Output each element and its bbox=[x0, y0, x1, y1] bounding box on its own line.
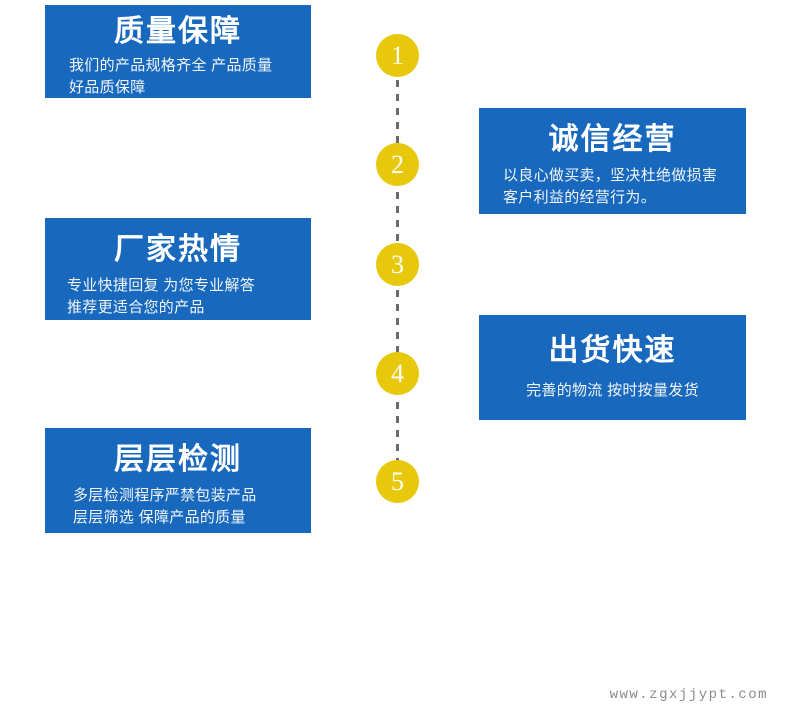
panel-description-line: 专业快捷回复 为您专业解答 bbox=[67, 277, 256, 295]
panel-description-line: 我们的产品规格齐全 产品质量 bbox=[69, 57, 273, 75]
step-badge-3: 3 bbox=[376, 243, 419, 286]
site-watermark: www.zgxjjypt.com bbox=[609, 687, 768, 703]
panel-description-line: 好品质保障 bbox=[69, 78, 146, 96]
panel-title-factory: 厂家热情 bbox=[114, 233, 242, 266]
panel-description-fast-shipping: 完善的物流 按时按量发货 bbox=[493, 380, 732, 401]
feature-panel-honest-business: 诚信经营 以良心做买卖，坚决杜绝做损害 客户利益的经营行为。 bbox=[479, 108, 746, 214]
feature-panel-testing: 层层检测 多层检测程序严禁包装产品 层层筛选 保障产品的质量 bbox=[45, 428, 311, 533]
step-badge-1: 1 bbox=[376, 34, 419, 77]
panel-description-line: 推荐更适合您的产品 bbox=[67, 298, 205, 316]
step-badge-4: 4 bbox=[376, 352, 419, 395]
step-badge-5: 5 bbox=[376, 460, 419, 503]
panel-description-line: 多层检测程序严禁包装产品 bbox=[73, 487, 257, 505]
panel-description-quality: 我们的产品规格齐全 产品质量 好品质保障 bbox=[59, 55, 297, 98]
feature-panel-factory: 厂家热情 专业快捷回复 为您专业解答 推荐更适合您的产品 bbox=[45, 218, 311, 320]
panel-description-honest-business: 以良心做买卖，坚决杜绝做损害 客户利益的经营行为。 bbox=[493, 165, 732, 208]
panel-title-quality: 质量保障 bbox=[114, 15, 242, 48]
panel-description-line: 客户利益的经营行为。 bbox=[503, 188, 657, 206]
panel-title-testing: 层层检测 bbox=[114, 443, 242, 476]
panel-description-testing: 多层检测程序严禁包装产品 层层筛选 保障产品的质量 bbox=[59, 485, 297, 528]
feature-panel-fast-shipping: 出货快速 完善的物流 按时按量发货 bbox=[479, 315, 746, 420]
panel-description-line: 层层筛选 保障产品的质量 bbox=[73, 508, 246, 526]
panel-description-factory: 专业快捷回复 为您专业解答 推荐更适合您的产品 bbox=[59, 275, 297, 318]
panel-description-line: 以良心做买卖，坚决杜绝做损害 bbox=[503, 167, 718, 185]
step-badge-2: 2 bbox=[376, 143, 419, 186]
feature-panel-quality: 质量保障 我们的产品规格齐全 产品质量 好品质保障 bbox=[45, 5, 311, 98]
panel-description-line: 完善的物流 按时按量发货 bbox=[526, 382, 699, 400]
panel-title-fast-shipping: 出货快速 bbox=[548, 334, 677, 367]
panel-title-honest-business: 诚信经营 bbox=[548, 123, 677, 156]
